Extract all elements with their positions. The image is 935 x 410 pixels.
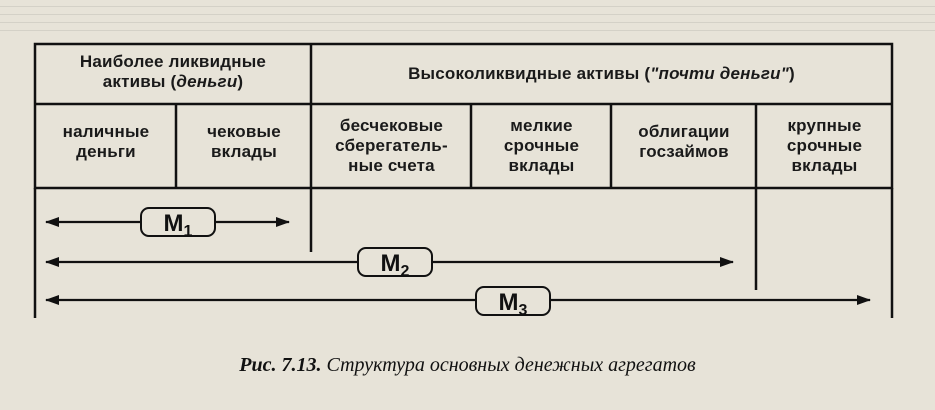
column-checking-deposits: чековые вклады — [207, 122, 281, 161]
figure-title: Структура основных денежных агрегатов — [326, 354, 696, 376]
table-border — [33, 42, 894, 190]
header-most-liquid: Наиболее ликвидные активы (деньги) — [37, 52, 309, 92]
column-government-bonds: облигации госзаймов — [638, 122, 730, 161]
aggregate-m1-badge: M1 — [140, 207, 216, 240]
near-money-term: "почти деньги" — [650, 64, 790, 83]
column-cash: наличные деньги — [62, 122, 150, 161]
header-most-liquid-line2: активы (деньги) — [102, 72, 244, 91]
figure-number: Рис. 7.13. — [239, 354, 322, 376]
column-small-time-deposits: мелкие срочные вклады — [503, 116, 580, 175]
figure-caption: Рис. 7.13. Структура основных денежных а… — [0, 354, 935, 377]
header-most-liquid-line1: Наиболее ликвидные — [79, 52, 267, 71]
aggregate-m3-badge: M3 — [475, 286, 551, 319]
aggregate-m2-badge: M2 — [357, 247, 433, 280]
column-savings-accounts: бесчековые сберегатель- ные счета — [335, 116, 448, 175]
column-large-time-deposits: крупные срочные вклады — [786, 116, 863, 175]
table-grid — [33, 42, 894, 318]
header-highly-liquid: Высоколиквидные активы ("почти деньги") — [408, 64, 795, 83]
money-term: деньги — [176, 72, 238, 91]
